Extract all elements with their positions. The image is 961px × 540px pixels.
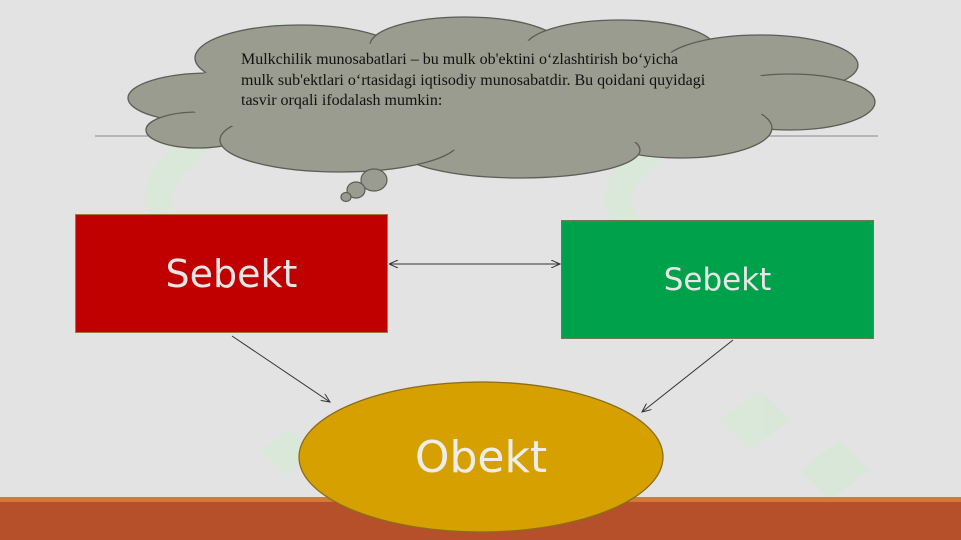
subject-box-right: Sebekt xyxy=(561,220,874,339)
subject-left-label: Sebekt xyxy=(165,251,298,296)
object-label: Obekt xyxy=(414,431,548,483)
thought-cloud xyxy=(127,16,876,179)
object-ellipse xyxy=(298,381,664,533)
arrow-right-to-object xyxy=(642,339,734,412)
subject-right-label: Sebekt xyxy=(663,261,772,298)
subject-box-left: Sebekt xyxy=(75,214,388,333)
cloud-text: Mulkchilik munosabatlari – bu mulk ob'ek… xyxy=(241,51,706,109)
arrow-left-to-object xyxy=(231,335,330,402)
cloud-bubbles xyxy=(340,168,388,203)
